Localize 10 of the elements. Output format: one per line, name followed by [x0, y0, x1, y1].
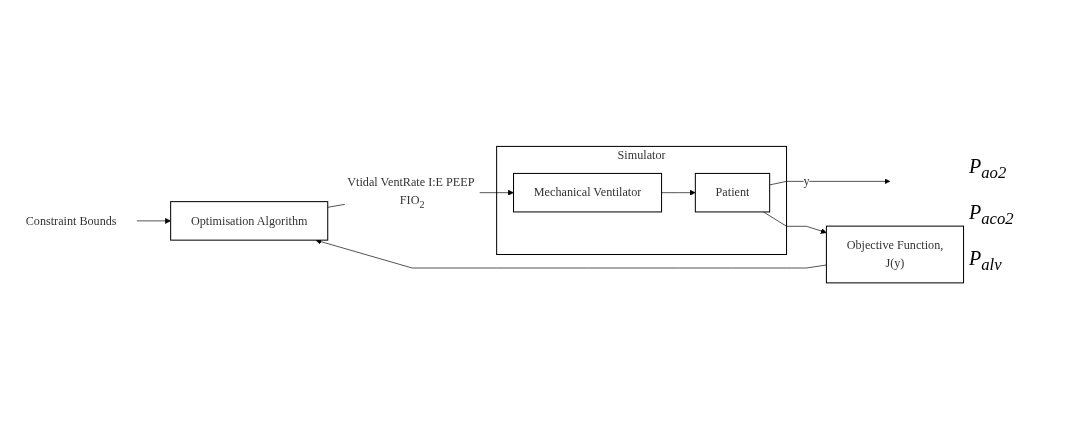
variable-label: P$_{aco2}$ — [969, 201, 1015, 229]
node-box: Mechanical Ventilator — [513, 173, 663, 213]
edge-label: y — [803, 174, 810, 189]
node-text: Constraint Bounds — [25, 214, 117, 228]
node-box: Patient — [694, 173, 771, 213]
edge-label: Vtidal VentRate I:E PEEP FIO$_{2}$ — [347, 175, 474, 210]
variable-label: P$_{ao2}$ — [969, 155, 1008, 183]
variable-label: P$_{alv}$ — [969, 247, 1003, 275]
node-box: Objective Function, J(y) — [825, 226, 965, 284]
node-box: Optimisation Algorithm — [170, 201, 329, 241]
